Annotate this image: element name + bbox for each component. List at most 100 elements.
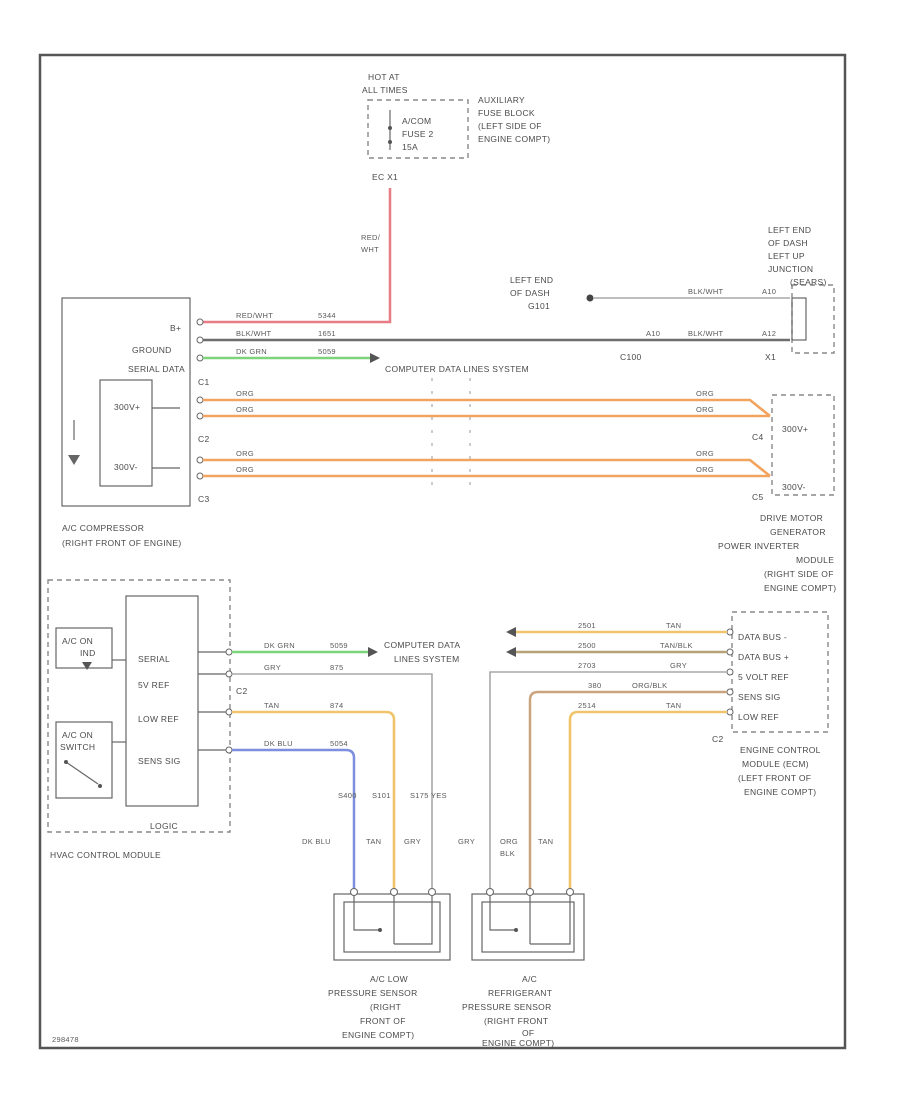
junction-name-line5: (SEARS) bbox=[790, 277, 827, 287]
low-sensor-element-icon bbox=[378, 928, 382, 932]
hv-wire-4-color: ORG bbox=[236, 465, 254, 474]
ac-switch-label-line1: A/C ON bbox=[62, 730, 93, 740]
hvac-sens-wire-circuit: 5054 bbox=[330, 739, 348, 748]
computer-data-lines-label-top: COMPUTER DATA LINES SYSTEM bbox=[385, 364, 529, 374]
ecm-name-line1: ENGINE CONTROL bbox=[740, 745, 821, 755]
compressor-ground-icon bbox=[68, 455, 80, 465]
hot-label-line2: ALL TIMES bbox=[362, 85, 408, 95]
computer-data-lines-label-mid-line1: COMPUTER DATA bbox=[384, 640, 460, 650]
ref-sensor-inner bbox=[481, 901, 575, 953]
junction-block-outline bbox=[791, 284, 835, 354]
ac-indicator-label-line1: A/C ON bbox=[62, 636, 93, 646]
ac-refrigerant-pressure-sensor: A/C REFRIGERANT PRESSURE SENSOR (RIGHT F… bbox=[462, 888, 585, 1048]
low-sensor-gry-label: GRY bbox=[404, 837, 421, 846]
splice-group: S400 S101 S175 YES bbox=[338, 791, 447, 800]
inverter-name-line5: (RIGHT SIDE OF bbox=[764, 569, 834, 579]
ecm-sens-sig-wire bbox=[528, 690, 727, 890]
ref-sensor-pin-b bbox=[526, 888, 534, 896]
ac-switch-box bbox=[55, 721, 113, 799]
hv-wire-3 bbox=[203, 458, 771, 478]
hv-wire-1-color-right: ORG bbox=[696, 389, 714, 398]
ground-wire-circuit: 1651 bbox=[318, 329, 336, 338]
ac-switch-terminal-icon bbox=[98, 784, 102, 788]
fuse-name-line2: FUSE 2 bbox=[402, 129, 434, 139]
ecm-wire-2-color: TAN/BLK bbox=[660, 641, 693, 650]
ac-indicator-label-line2: IND bbox=[80, 648, 96, 658]
ac-indicator-box bbox=[55, 627, 113, 669]
ecm-5v-ref-wire bbox=[489, 671, 727, 890]
ref-sensor-name-line3: PRESSURE SENSOR bbox=[462, 1002, 552, 1012]
fuse-block-name-line4: ENGINE COMPT) bbox=[478, 134, 550, 144]
fuse-terminal-bottom bbox=[388, 140, 392, 144]
hot-label-line1: HOT AT bbox=[368, 72, 400, 82]
compressor-pin-bplus bbox=[196, 318, 204, 326]
junction-pin-a12: A12 bbox=[762, 329, 776, 338]
low-sensor-inner bbox=[343, 901, 441, 953]
compressor-pin-ground bbox=[196, 336, 204, 344]
ref-sensor-name-line2: REFRIGERANT bbox=[488, 988, 552, 998]
fuse-block-name-line2: FUSE BLOCK bbox=[478, 108, 535, 118]
hvac-c2-label: C2 bbox=[236, 686, 247, 696]
ref-sensor-org-label-line2: BLK bbox=[500, 849, 515, 858]
low-sensor-name-line3: (RIGHT bbox=[370, 1002, 401, 1012]
ecm-pin-5 bbox=[726, 708, 734, 716]
ref-sensor-pin-a bbox=[486, 888, 494, 896]
ecm-data-bus-plus-label: DATA BUS + bbox=[738, 652, 789, 662]
compressor-c3-label: C3 bbox=[198, 494, 209, 504]
bplus-wire-circuit: 5344 bbox=[318, 311, 336, 320]
fuse-name-line3: 15A bbox=[402, 142, 418, 152]
hv-wire-4-color-right: ORG bbox=[696, 465, 714, 474]
compressor-bplus-label: B+ bbox=[170, 323, 181, 333]
hvac-pin-serial bbox=[225, 648, 233, 656]
hvac-sens-sig-wire bbox=[232, 748, 356, 890]
ecm-data-bus-plus-arrow-icon bbox=[506, 647, 516, 657]
hvac-5v-ref-label: 5V REF bbox=[138, 680, 170, 690]
ecm-low-ref-wire bbox=[568, 710, 727, 890]
ground-strap-color: BLK/WHT bbox=[688, 287, 724, 296]
hvac-serial-wire-circuit: 5059 bbox=[330, 641, 348, 650]
ecm-name-line4: ENGINE COMPT) bbox=[744, 787, 816, 797]
hv-wire-1 bbox=[203, 398, 771, 418]
ref-sensor-internal-wiring bbox=[489, 896, 571, 945]
ecm-wire-5-color: TAN bbox=[666, 701, 681, 710]
ac-compressor: B+ GROUND SERIAL DATA 300V+ 300V- C1 C2 … bbox=[61, 297, 209, 548]
inverter-name-line4: MODULE bbox=[796, 555, 834, 565]
computer-data-lines-label-mid-line2: LINES SYSTEM bbox=[394, 654, 459, 664]
c100-label: C100 bbox=[620, 352, 642, 362]
engine-control-module: DATA BUS - DATA BUS + 5 VOLT REF SENS SI… bbox=[712, 611, 829, 797]
fuse-name-line1: A/COM bbox=[402, 116, 431, 126]
ac-low-pressure-sensor: A/C LOW PRESSURE SENSOR (RIGHT FRONT OF … bbox=[328, 888, 451, 1040]
hvac-logic-label: LOGIC bbox=[150, 821, 178, 831]
junction-name-line4: JUNCTION bbox=[768, 264, 813, 274]
compressor-pin-hv2a bbox=[196, 456, 204, 464]
ground-wire-color: BLK/WHT bbox=[236, 329, 272, 338]
compressor-name-line2: (RIGHT FRONT OF ENGINE) bbox=[62, 538, 181, 548]
hvac-control-module: A/C ON IND A/C ON SWITCH SERIAL 5V REF L… bbox=[47, 579, 247, 860]
junction-x1-label: X1 bbox=[765, 352, 776, 362]
junction-name-line3: LEFT UP bbox=[768, 251, 805, 261]
diagram-id: 298478 bbox=[52, 1035, 79, 1044]
compressor-hv-minus-label: 300V- bbox=[114, 462, 138, 472]
low-sensor-name-line2: PRESSURE SENSOR bbox=[328, 988, 418, 998]
splice-label: S400 bbox=[338, 791, 357, 800]
hv-wire-1-color: ORG bbox=[236, 389, 254, 398]
hv-wire-2-color: ORG bbox=[236, 405, 254, 414]
hvac-5v-ref-wire bbox=[232, 673, 433, 890]
hvac-sens-wire-color: DK BLU bbox=[264, 739, 293, 748]
inverter-c4-label: C4 bbox=[752, 432, 763, 442]
low-sensor-name-line1: A/C LOW bbox=[370, 974, 408, 984]
compressor-ground-label: GROUND bbox=[132, 345, 172, 355]
diagram-frame bbox=[38, 53, 847, 1050]
inverter-name-line3: POWER INVERTER bbox=[718, 541, 800, 551]
ground-junction: LEFT END OF DASH G101 BLK/WHT BLK/WHT A1… bbox=[510, 225, 835, 362]
junction-name-line1: LEFT END bbox=[768, 225, 811, 235]
ground-wire-c100-pin: A10 bbox=[646, 329, 660, 338]
red-wire-color-line1: RED/ bbox=[361, 233, 381, 242]
serial-data-arrow-icon bbox=[370, 353, 380, 363]
compressor-outline bbox=[61, 297, 191, 507]
low-sensor-pin-c bbox=[428, 888, 436, 896]
inverter-c5-label: C5 bbox=[752, 492, 763, 502]
hvac-module-name: HVAC CONTROL MODULE bbox=[50, 850, 161, 860]
ref-sensor-name-line6: ENGINE COMPT) bbox=[482, 1038, 554, 1048]
compressor-pin-hv1b bbox=[196, 412, 204, 420]
